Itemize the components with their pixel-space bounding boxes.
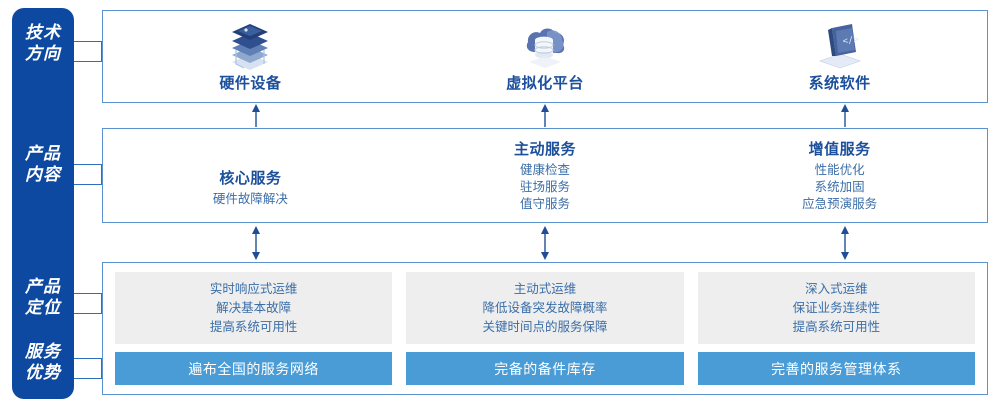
content-column-value-added-service[interactable]: 增值服务 性能优化 系统加固 应急预演服务 [692,138,987,213]
tech-label-system-software: 系统软件 [808,75,871,92]
content-item: 系统加固 [814,180,865,194]
server-stack-icon [232,24,269,70]
advantage-bar-service-network[interactable]: 遍布全国的服务网络 [115,352,393,385]
position-cell-realtime[interactable]: 实时响应式运维 解决基本故障 提高系统可用性 [115,272,393,344]
content-item: 健康检查 [520,163,571,177]
tech-column-hardware[interactable]: 硬件设备 [103,11,398,102]
arrow-bidirectional-left [252,226,260,260]
content-title-proactive-service: 主动服务 [514,141,577,158]
position-line: 保证业务连续性 [792,301,881,315]
svg-text:</>: </> [842,35,860,47]
position-cell-proactive[interactable]: 主动式运维 降低设备突发故障概率 关键时间点的服务保障 [406,272,684,344]
position-line: 降低设备突发故障概率 [482,301,608,315]
rail-item-tech-direction: 技术 方向 [25,23,61,63]
arrow-up-system-software [841,104,849,127]
content-item: 性能优化 [814,163,865,177]
tech-column-virtualization[interactable]: 虚拟化平台 [398,11,693,102]
advantage-bar-management-system[interactable]: 完善的服务管理体系 [697,352,975,385]
panel-tech-direction: 硬件设备 [102,10,988,103]
rail-item-product-content: 产品 内容 [25,144,61,184]
content-item: 值守服务 [520,197,571,211]
arrow-bidirectional-middle [541,226,549,260]
position-line: 深入式运维 [805,282,868,296]
content-column-proactive-service[interactable]: 主动服务 健康检查 驻场服务 值守服务 [398,138,693,213]
advantage-bar-spare-parts[interactable]: 完备的备件库存 [406,352,684,385]
rail-item-service-advantage: 服务 优势 [25,342,61,382]
cloud-database-icon [526,28,565,68]
tech-label-virtualization: 虚拟化平台 [506,75,584,92]
arrow-bidirectional-right [841,226,849,260]
content-item: 应急预演服务 [802,197,878,211]
content-column-core-service[interactable]: 核心服务 硬件故障解决 [103,143,398,208]
arrow-up-hardware [252,104,260,127]
content-item: 硬件故障解决 [212,192,288,206]
position-line: 实时响应式运维 [209,282,298,296]
position-line: 主动式运维 [513,282,577,296]
panel-product-content: 核心服务 硬件故障解决 主动服务 健康检查 驻场服务 值守服务 增值服务 性能优… [102,128,988,223]
position-row: 实时响应式运维 解决基本故障 提高系统可用性 主动式运维 降低设备突发故障概率 … [115,272,975,344]
category-rail [12,8,74,399]
tech-column-system-software[interactable]: </> 系统软件 [692,11,987,102]
position-line: 关键时间点的服务保障 [482,320,608,334]
tech-label-hardware: 硬件设备 [219,75,282,92]
arrow-up-virtualization [541,104,549,127]
rail-item-product-position: 产品 定位 [25,277,61,317]
content-title-value-added-service: 增值服务 [808,141,871,158]
position-cell-indepth[interactable]: 深入式运维 保证业务连续性 提高系统可用性 [697,272,975,344]
panel-product-position: 实时响应式运维 解决基本故障 提高系统可用性 主动式运维 降低设备突发故障概率 … [102,262,988,395]
advantage-row: 遍布全国的服务网络 完备的备件库存 完善的服务管理体系 [115,352,975,385]
position-line: 提高系统可用性 [792,320,881,334]
laptop-code-icon: </> [818,24,861,69]
position-line: 解决基本故障 [216,301,292,315]
content-item: 驻场服务 [520,180,571,194]
content-title-core-service: 核心服务 [219,170,282,187]
position-line: 提高系统可用性 [209,320,298,334]
